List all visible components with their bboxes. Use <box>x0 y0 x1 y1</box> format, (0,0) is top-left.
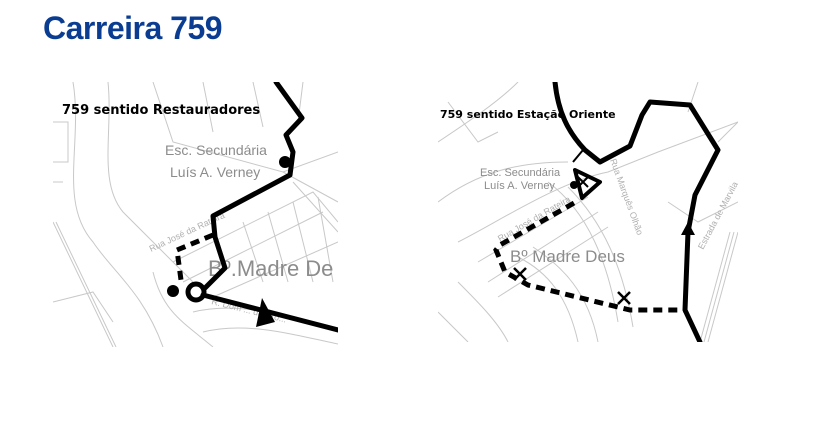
stop-marker <box>167 285 179 297</box>
school-label-line1: Esc. Secundária <box>165 142 267 158</box>
route-line <box>552 82 721 342</box>
direction-arrow-icon <box>256 298 275 327</box>
route-map-restauradores: Rua José da Rateira R. Dom ... da Bro...… <box>53 82 338 347</box>
roundabout <box>185 281 207 303</box>
route-detour-dashed <box>493 200 685 313</box>
stop-marker <box>279 156 291 168</box>
district-label: Bº.Madre De <box>208 256 333 281</box>
direction-arrow-icon <box>681 222 695 235</box>
street-label: Rua Marquês Olhão <box>608 157 645 236</box>
route-connector <box>572 149 584 163</box>
school-label-line1: Esc. Secundária <box>480 167 561 179</box>
map-caption: 759 sentido Estação Oriente <box>440 108 616 121</box>
stop-x-icon <box>513 267 527 281</box>
street-grid <box>438 82 738 342</box>
map-caption: 759 sentido Restauradores <box>62 103 260 118</box>
page-title: Carreira 759 <box>43 10 223 46</box>
school-label-line2: Luís A. Verney <box>170 164 260 180</box>
district-label: Bº Madre Deus <box>510 247 625 266</box>
stop-x-icon <box>617 291 631 305</box>
stop-marker <box>570 181 578 189</box>
route-line <box>202 82 305 291</box>
stop-x-icon <box>577 176 589 188</box>
route-map-estacao-oriente: Rua José da Rateira Rua Marquês Olhão Es… <box>438 82 738 342</box>
school-label-line2: Luís A. Verney <box>484 180 555 192</box>
route-detour-dashed <box>174 232 214 281</box>
route-line <box>200 292 338 333</box>
turnaround-loop <box>573 168 602 200</box>
